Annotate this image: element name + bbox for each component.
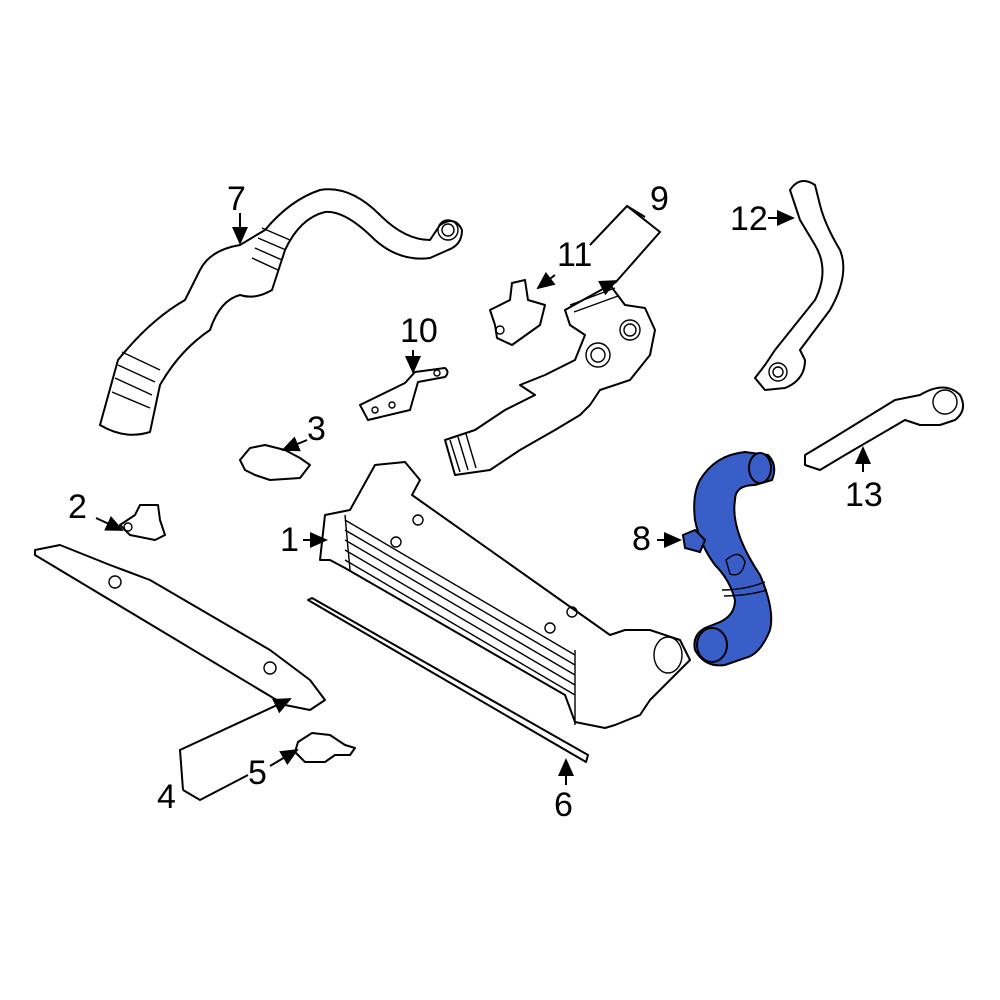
part-11-sensor-bracket[interactable]	[489, 279, 546, 346]
callout-3: 3	[307, 410, 326, 448]
callout-7: 7	[227, 180, 246, 218]
part-8-outlet-hose[interactable]	[681, 450, 776, 667]
part-9-intake-pipe[interactable]	[444, 284, 656, 476]
part-7-intake-hose[interactable]	[99, 188, 463, 436]
part-5-clip[interactable]	[294, 732, 356, 763]
callout-9: 9	[650, 180, 669, 218]
callout-13: 13	[845, 476, 883, 514]
part-13-vent-hose[interactable]	[804, 386, 965, 471]
callout-2: 2	[68, 488, 87, 526]
part-2-bracket[interactable]	[119, 504, 166, 541]
callout-12: 12	[730, 200, 768, 238]
callout-6: 6	[554, 786, 573, 824]
leader-lines	[95, 204, 871, 802]
callout-4: 4	[157, 778, 176, 816]
part-12-vent-hose[interactable]	[754, 180, 845, 391]
part-4-lower-support[interactable]	[34, 544, 326, 711]
part-3-bracket[interactable]	[239, 444, 311, 481]
callout-8: 8	[632, 520, 651, 558]
part-6-seal-strip[interactable]	[307, 597, 589, 763]
part-1-intercooler[interactable]	[319, 461, 691, 729]
callout-10: 10	[400, 312, 438, 350]
callout-1: 1	[280, 521, 299, 559]
part-10-bracket[interactable]	[359, 367, 449, 421]
callout-5: 5	[248, 754, 267, 792]
callout-11: 11	[557, 236, 593, 274]
